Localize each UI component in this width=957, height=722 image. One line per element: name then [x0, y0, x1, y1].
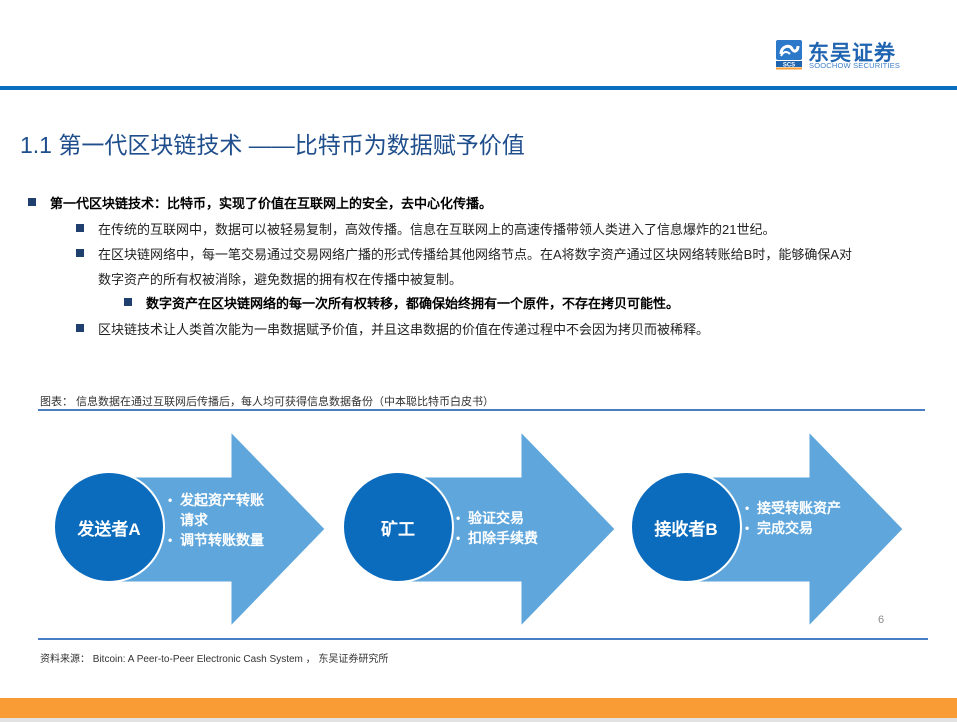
scs-logo-icon: SCS — [776, 40, 802, 70]
logo-english-name: SOOCHOW SECURITIES — [809, 61, 901, 70]
footer-bar — [0, 698, 957, 718]
caption-divider — [38, 409, 925, 411]
actor-label: 接收者B — [654, 519, 718, 539]
bullet-marker-icon — [76, 249, 84, 257]
bullet-item: 第一代区块链技术：比特币，实现了价值在互联网上的安全，去中心化传播。 — [50, 196, 493, 211]
step-point: 扣除手续费 — [456, 528, 566, 548]
actor-circle-miner: 矿工 — [342, 471, 454, 583]
actor-label: 发送者A — [77, 519, 141, 539]
actor-circle-receiver: 接收者B — [630, 471, 742, 583]
bullet-marker-icon — [124, 298, 132, 306]
step-point: 接受转账资产 — [745, 498, 845, 518]
actor-circle-sender: 发送者A — [53, 471, 165, 583]
page-number: 6 — [878, 614, 885, 626]
bullet-item-continuation: 数字资产的所有权被消除，避免数据的拥有权在传播中被复制。 — [98, 272, 463, 287]
source-divider — [38, 638, 928, 640]
step-point: 完成交易 — [745, 518, 845, 538]
bullet-marker-icon — [76, 324, 84, 332]
svg-text:SCS: SCS — [783, 63, 795, 69]
bullet-marker-icon — [28, 198, 36, 206]
step-points: 接受转账资产 完成交易 — [745, 498, 845, 538]
page-title: 1.1 第一代区块链技术 ——比特币为数据赋予价值 — [20, 132, 525, 158]
step-point: 调节转账数量 — [168, 530, 268, 550]
header-divider — [0, 86, 957, 90]
bullet-item: 在传统的互联网中，数据可以被轻易复制，高效传播。信息在互联网上的高速传播带领人类… — [98, 222, 776, 237]
step-points: 发起资产转账请求 调节转账数量 — [168, 490, 268, 550]
figure-caption: 图表： 信息数据在通过互联网后传播后，每人均可获得信息数据备份（中本聪比特币白皮… — [40, 396, 495, 408]
step-point: 验证交易 — [456, 508, 566, 528]
company-logo: SCS 东吴证券 SOOCHOW SECURITIES — [776, 40, 916, 72]
bullet-item: 区块链技术让人类首次能为一串数据赋予价值，并且这串数据的价值在传递过程中不会因为… — [98, 322, 710, 337]
actor-label: 矿工 — [381, 519, 415, 539]
bullet-item: 数字资产在区块链网络的每一次所有权转移，都确保始终拥有一个原件，不存在拷贝可能性… — [146, 296, 680, 311]
bullet-item: 在区块链网络中，每一笔交易通过交易网络广播的形式传播给其他网络节点。在A将数字资… — [98, 247, 853, 262]
logo-chinese-name: 东吴证券 — [808, 42, 896, 65]
step-points: 验证交易 扣除手续费 — [456, 508, 566, 548]
step-point: 发起资产转账请求 — [168, 490, 268, 530]
flow-diagram: 发送者A 发起资产转账请求 调节转账数量 矿工 验证交易 扣除手续费 接收者B … — [0, 430, 957, 630]
bullet-marker-icon — [76, 224, 84, 232]
source-note: 资料来源： Bitcoin: A Peer-to-Peer Electronic… — [40, 654, 389, 665]
footer-shadow — [0, 718, 957, 722]
